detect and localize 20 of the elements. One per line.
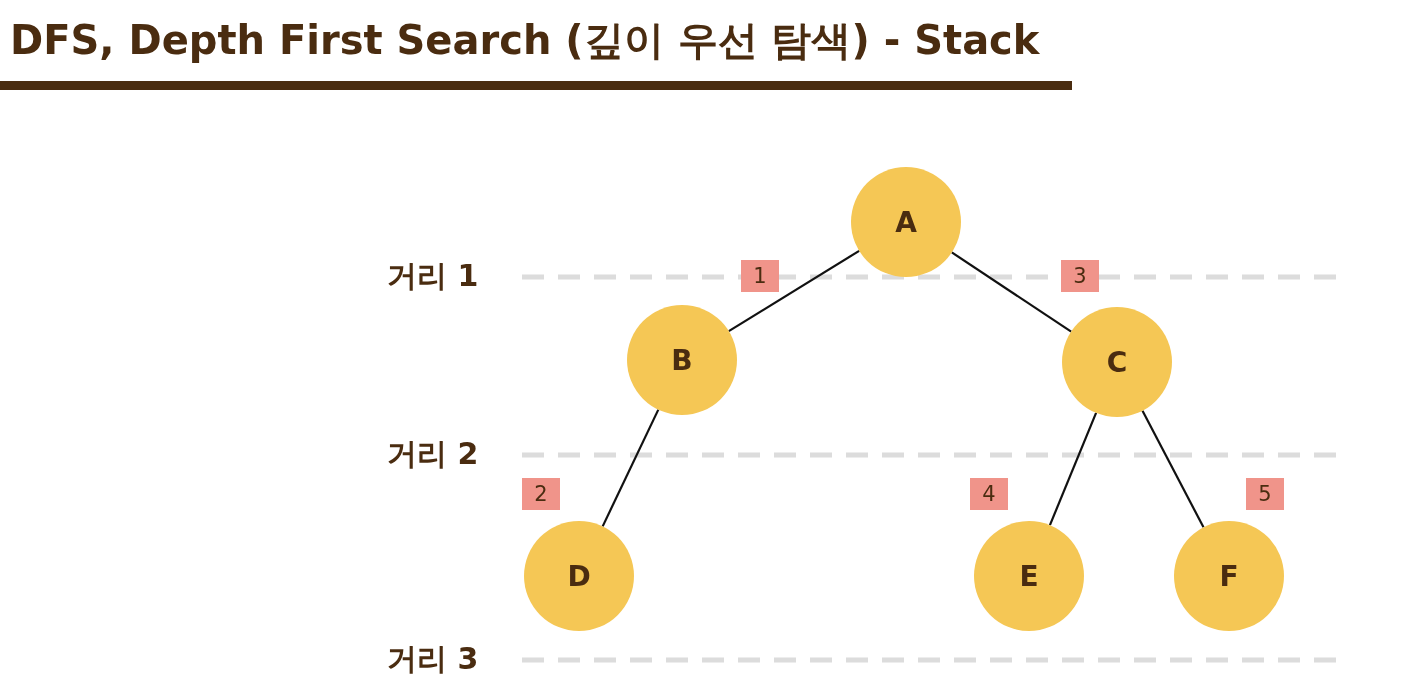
tree-edge — [728, 249, 860, 333]
distance-label: 거리 1 — [387, 261, 479, 291]
title: DFS, Depth First Search (깊이 우선 탐색) - Stack — [10, 18, 1040, 62]
step-number-badge: 3 — [1061, 260, 1099, 292]
tree-node-circle: E — [974, 521, 1084, 631]
tree-node-circle: D — [524, 521, 634, 631]
distance-label: 거리 2 — [387, 439, 479, 469]
step-number-badge: 4 — [970, 478, 1008, 510]
tree-edge — [1141, 410, 1205, 528]
tree-edge — [601, 409, 660, 527]
tree-edge — [1048, 412, 1098, 526]
tree-node-circle: C — [1062, 307, 1172, 417]
distance-label: 거리 3 — [387, 644, 479, 674]
tree-node-circle: B — [627, 305, 737, 415]
tree-edge — [951, 251, 1072, 333]
tree-node-circle: A — [851, 167, 961, 277]
step-number-badge: 2 — [522, 478, 560, 510]
step-number-badge: 5 — [1246, 478, 1284, 510]
tree-node-circle: F — [1174, 521, 1284, 631]
step-number-badge: 1 — [741, 260, 779, 292]
